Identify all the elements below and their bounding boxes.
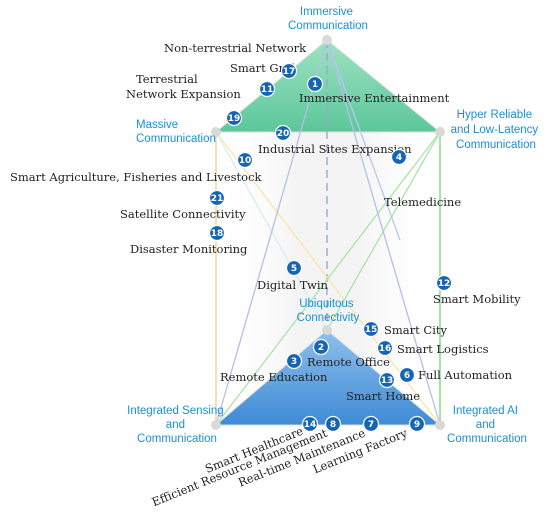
svg-text:8: 8 bbox=[330, 420, 336, 430]
use-case-label-13: Smart Home bbox=[346, 389, 420, 403]
corner-label-upper-right: Hyper Reliable and Low-Latency Communica… bbox=[451, 109, 542, 151]
svg-text:15: 15 bbox=[365, 325, 378, 335]
svg-text:4: 4 bbox=[396, 153, 402, 163]
corner-label-center: Ubiquitous Connectivity bbox=[297, 298, 360, 324]
use-case-label-15: Smart City bbox=[384, 323, 448, 337]
svg-text:12: 12 bbox=[438, 279, 451, 289]
node-center bbox=[322, 325, 332, 335]
use-case-label-11: Smart Grid bbox=[230, 61, 296, 75]
use-case-label-2: Remote Office bbox=[307, 355, 390, 369]
use-case-label-4: Telemedicine bbox=[384, 195, 461, 209]
badge-10: 10 bbox=[236, 151, 254, 169]
svg-text:6: 6 bbox=[404, 371, 410, 381]
badge-9: 9 bbox=[408, 415, 426, 433]
corner-label-lower-right: Integrated AI and Communication bbox=[447, 405, 527, 445]
diag-top-to-middle bbox=[326, 39, 401, 241]
badge-20: 20 bbox=[274, 124, 292, 142]
use-case-label-3: Remote Education bbox=[220, 370, 328, 384]
diag-right-top-to-left-bottom bbox=[215, 131, 441, 426]
use-case-label-21: Satellite Connectivity bbox=[120, 207, 246, 221]
use-case-label-1: Immersive Entertainment bbox=[299, 91, 450, 105]
node-upper-right bbox=[435, 127, 445, 137]
badge-2: 2 bbox=[312, 338, 330, 356]
use-case-label-6: Full Automation bbox=[418, 368, 513, 382]
svg-text:7: 7 bbox=[368, 420, 374, 430]
svg-text:13: 13 bbox=[381, 376, 394, 386]
use-case-label-19: Terrestrial Network Expansion bbox=[126, 72, 241, 101]
use-case-label-5: Digital Twin bbox=[257, 278, 329, 292]
use-case-label-20: Industrial Sites Expansion bbox=[258, 142, 412, 156]
svg-text:11: 11 bbox=[261, 85, 274, 95]
badge-19: 19 bbox=[225, 109, 243, 127]
svg-text:3: 3 bbox=[291, 357, 297, 367]
svg-text:5: 5 bbox=[291, 264, 297, 274]
corner-label-upper-left: Massive Communication bbox=[136, 119, 216, 145]
svg-text:10: 10 bbox=[239, 156, 252, 166]
use-case-label-17: Non-terrestrial Network bbox=[164, 41, 307, 55]
svg-text:20: 20 bbox=[277, 129, 290, 139]
use-case-label-18: Disaster Monitoring bbox=[130, 242, 248, 256]
badge-18: 18 bbox=[208, 224, 226, 242]
use-case-label-10: Smart Agriculture, Fisheries and Livesto… bbox=[10, 170, 263, 184]
badge-1: 1 bbox=[306, 75, 324, 93]
badge-5: 5 bbox=[285, 259, 303, 277]
svg-text:18: 18 bbox=[211, 229, 224, 239]
svg-text:2: 2 bbox=[318, 343, 324, 353]
svg-text:17: 17 bbox=[283, 67, 296, 77]
svg-text:19: 19 bbox=[228, 114, 241, 124]
badge-12: 12 bbox=[435, 274, 453, 292]
badge-4: 4 bbox=[390, 148, 408, 166]
corner-label-top: Immersive Communication bbox=[288, 6, 368, 32]
badge-7: 7 bbox=[362, 415, 380, 433]
node-lower-left bbox=[211, 420, 221, 430]
use-case-label-16: Smart Logistics bbox=[397, 342, 489, 356]
use-case-label-12: Smart Mobility bbox=[433, 292, 521, 306]
svg-text:16: 16 bbox=[379, 344, 392, 354]
svg-text:1: 1 bbox=[312, 80, 318, 90]
badge-16: 16 bbox=[376, 339, 394, 357]
diag-top-to-left-bottom bbox=[215, 39, 328, 426]
corner-label-lower-left: Integrated Sensing and Communication bbox=[127, 405, 227, 445]
badge-8: 8 bbox=[324, 415, 342, 433]
node-lower-right bbox=[435, 420, 445, 430]
badge-11: 11 bbox=[258, 80, 276, 98]
badge-15: 15 bbox=[362, 320, 380, 338]
svg-text:21: 21 bbox=[211, 194, 224, 204]
badge-17: 17 bbox=[280, 62, 298, 80]
node-top bbox=[322, 35, 332, 45]
badge-3: 3 bbox=[285, 352, 303, 370]
badge-21: 21 bbox=[208, 189, 226, 207]
diag-top-to-right-bottom bbox=[326, 39, 441, 426]
badge-14: 14 bbox=[301, 415, 319, 433]
badge-6: 6 bbox=[398, 366, 416, 384]
node-upper-left bbox=[211, 127, 221, 137]
svg-text:9: 9 bbox=[414, 420, 420, 430]
badge-13: 13 bbox=[378, 371, 396, 389]
svg-text:14: 14 bbox=[304, 420, 317, 430]
